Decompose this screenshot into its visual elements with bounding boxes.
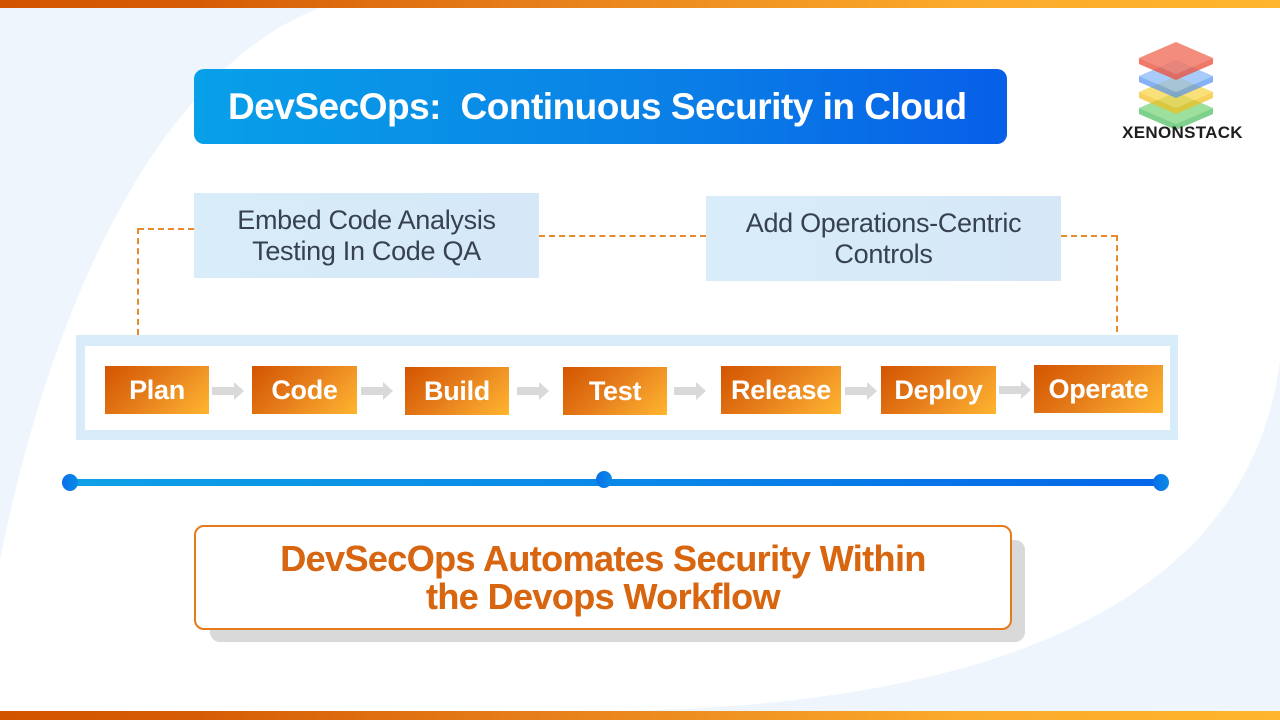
- right-arrow-icon: [361, 382, 393, 400]
- stage-operate: Operate: [1034, 365, 1163, 413]
- connector-right-vertical: [1116, 235, 1118, 342]
- callout-line1: DevSecOps Automates Security Within: [280, 537, 926, 579]
- note-left-line1: Embed Code Analysis: [237, 204, 496, 235]
- connector-left-vertical: [137, 228, 139, 335]
- note-right-line2: Controls: [834, 238, 933, 269]
- top-accent-bar: [0, 0, 1280, 8]
- note-left-line2: Testing In Code QA: [252, 235, 481, 266]
- stage-plan: Plan: [105, 366, 209, 414]
- timeline-dot-start: [62, 474, 78, 491]
- right-arrow-icon: [212, 382, 244, 400]
- title-banner: DevSecOps: Continuous Security in Cloud: [194, 69, 1007, 144]
- page-title: DevSecOps: Continuous Security in Cloud: [228, 85, 967, 127]
- stage-code: Code: [252, 366, 357, 414]
- xenonstack-logo-icon: [1139, 42, 1213, 130]
- summary-callout: DevSecOps Automates Security Within the …: [194, 525, 1012, 630]
- note-operations-controls: Add Operations-Centric Controls: [706, 196, 1061, 281]
- right-arrow-icon: [845, 382, 877, 400]
- stage-test: Test: [563, 367, 667, 415]
- stage-deploy: Deploy: [881, 366, 996, 414]
- connector-left-horizontal: [138, 228, 194, 230]
- note-right-line1: Add Operations-Centric: [745, 207, 1022, 238]
- right-arrow-icon: [517, 382, 549, 400]
- right-arrow-icon: [999, 381, 1031, 399]
- timeline-bar: [70, 479, 1162, 486]
- right-arrow-icon: [674, 382, 706, 400]
- callout-line2: the Devops Workflow: [426, 575, 781, 617]
- brand-name: XENONSTACK: [1122, 123, 1243, 142]
- connector-middle-horizontal: [539, 235, 706, 237]
- note-code-analysis: Embed Code Analysis Testing In Code QA: [194, 193, 539, 278]
- bottom-accent-bar: [0, 711, 1280, 720]
- timeline-dot-end: [1153, 474, 1169, 491]
- stage-build: Build: [405, 367, 509, 415]
- connector-right-horizontal: [1061, 235, 1117, 237]
- stage-release: Release: [721, 366, 841, 414]
- timeline-dot-middle: [596, 471, 612, 488]
